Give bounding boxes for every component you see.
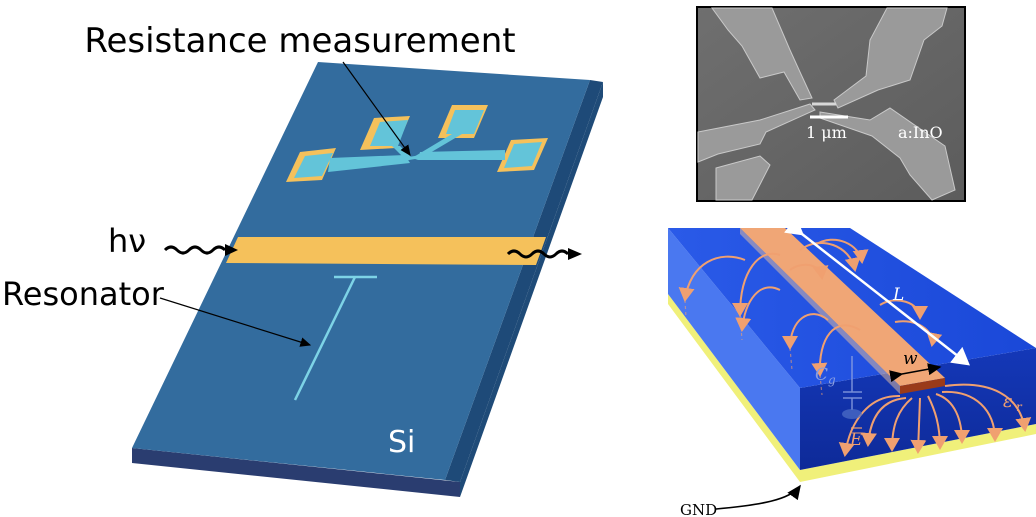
width-label: w <box>903 349 918 369</box>
sem-scale-bar-label: 1 μm <box>806 123 847 142</box>
permittivity-label: ε <box>1003 391 1013 412</box>
transmission-line-strip <box>226 237 546 265</box>
sem-image-panel: 1 μm a:InO <box>696 6 966 202</box>
ground-label: GND <box>680 501 717 517</box>
hidden-field-lines <box>684 299 823 396</box>
resonator <box>293 275 377 401</box>
cyan-lead <box>418 150 505 160</box>
cyan-pad <box>446 110 484 134</box>
length-arrow <box>784 216 970 366</box>
chip-side-face <box>460 82 603 497</box>
sample-junction <box>405 155 419 161</box>
ground-pointer-arrow <box>715 484 801 510</box>
cyan-lead <box>412 134 462 160</box>
chip-top-face <box>132 62 590 480</box>
substrate-front-face <box>800 348 1036 470</box>
substrate-left-face <box>668 228 800 470</box>
photon-in-wave <box>163 245 227 255</box>
photon-out-wave <box>506 249 570 259</box>
capacitance-subscript: g <box>828 373 836 387</box>
microstrip-diagram: C g L w E ε r GND <box>668 216 1036 517</box>
photon-in-arrowhead <box>225 244 238 256</box>
capacitor-ground-dot <box>842 409 862 419</box>
cyan-pad <box>504 142 542 168</box>
photon-out-arrowhead <box>568 248 582 260</box>
capacitance-label: C <box>815 365 828 385</box>
permittivity-subscript: r <box>1016 400 1023 414</box>
field-label: E <box>849 430 863 450</box>
chip-diagram: Resistance measurement hν Resonator Si <box>2 21 603 497</box>
cyan-pad <box>294 153 333 178</box>
resistance-measurement-label: Resistance measurement <box>84 21 515 61</box>
width-arrow <box>889 363 942 383</box>
sem-material-label: a:InO <box>898 123 943 142</box>
resonator-pointer-arrow <box>159 297 312 347</box>
cyan-lead <box>328 155 410 172</box>
resonator-label: Resonator <box>2 275 165 313</box>
chip-front-face <box>132 448 460 497</box>
photon-label: hν <box>108 222 146 260</box>
chip-right-side <box>445 80 603 482</box>
sem-electrodes <box>697 7 956 201</box>
resistance-pointer-arrow <box>342 61 411 156</box>
substrate-label: Si <box>388 425 415 460</box>
length-label: L <box>892 285 904 305</box>
